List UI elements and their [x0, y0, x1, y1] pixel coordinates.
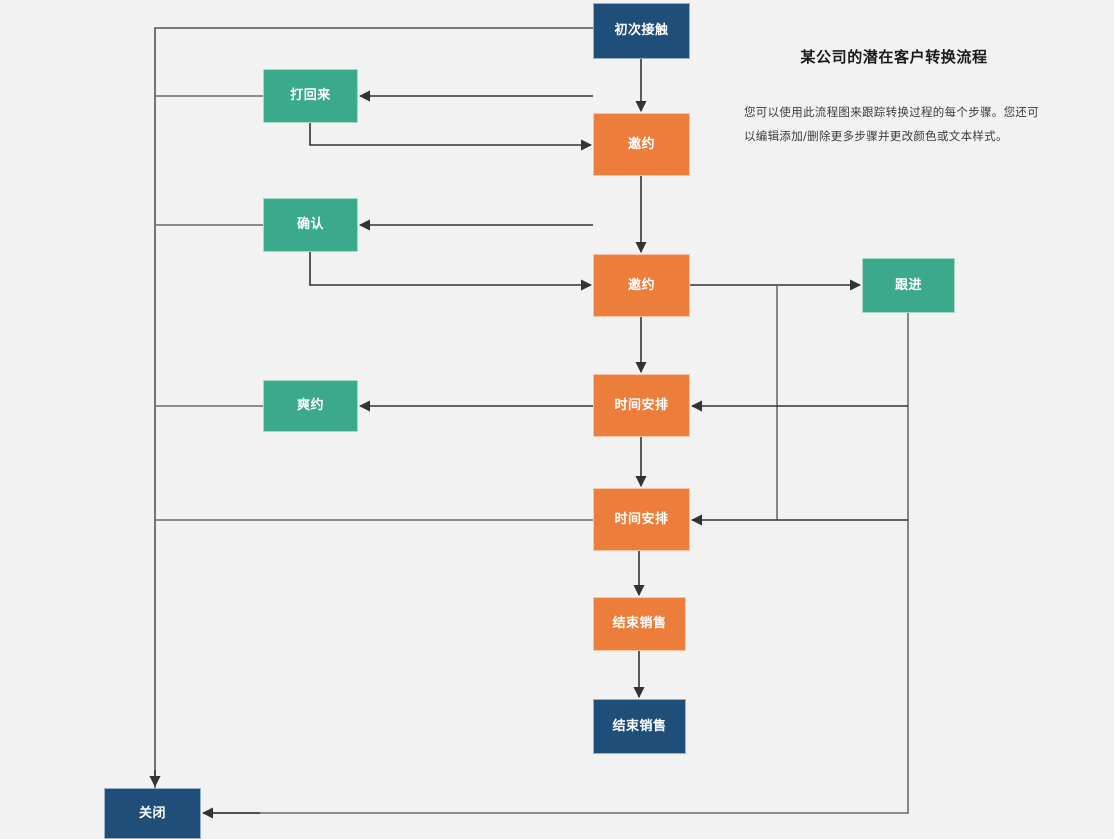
title-block: 某公司的潜在客户转换流程 您可以使用此流程图来跟踪转换过程的每个步骤。您还可以编… [744, 46, 1044, 148]
node-label: 打回来 [290, 88, 331, 104]
node-label: 关闭 [138, 805, 166, 821]
node-label: 初次接触 [614, 23, 669, 39]
node-close-sale-1[interactable]: 结束销售 [593, 597, 686, 651]
node-close-sale-2[interactable]: 结束销售 [593, 699, 686, 754]
node-callback[interactable]: 打回来 [263, 69, 358, 123]
node-follow-up[interactable]: 跟进 [862, 258, 955, 313]
node-initial-contact[interactable]: 初次接触 [593, 3, 690, 59]
node-label: 时间安排 [614, 511, 669, 527]
node-scheduling-1[interactable]: 时间安排 [593, 374, 690, 437]
node-invite-1[interactable]: 邀约 [593, 113, 690, 176]
node-invite-2[interactable]: 邀约 [593, 254, 690, 317]
node-label: 爽约 [296, 398, 324, 414]
node-closed[interactable]: 关闭 [104, 788, 201, 839]
node-label: 邀约 [627, 136, 655, 152]
node-label: 结束销售 [612, 718, 667, 734]
node-confirm[interactable]: 确认 [263, 198, 358, 252]
diagram-title: 某公司的潜在客户转换流程 [800, 48, 988, 66]
node-label: 邀约 [627, 277, 655, 293]
node-label: 结束销售 [612, 616, 667, 632]
node-label: 跟进 [894, 277, 922, 293]
node-no-show[interactable]: 爽约 [263, 380, 358, 432]
diagram-description: 您可以使用此流程图来跟踪转换过程的每个步骤。您还可以编辑添加/删除更多步骤并更改… [744, 105, 1039, 143]
node-scheduling-2[interactable]: 时间安排 [593, 488, 690, 551]
edge-confirm-to-invite-2 [309, 252, 593, 291]
edge-initial-contact-to-left-rail [154, 27, 593, 812]
node-label: 时间安排 [614, 397, 669, 413]
edge-callback-to-invite-1 [309, 123, 593, 151]
node-label: 确认 [296, 217, 324, 233]
